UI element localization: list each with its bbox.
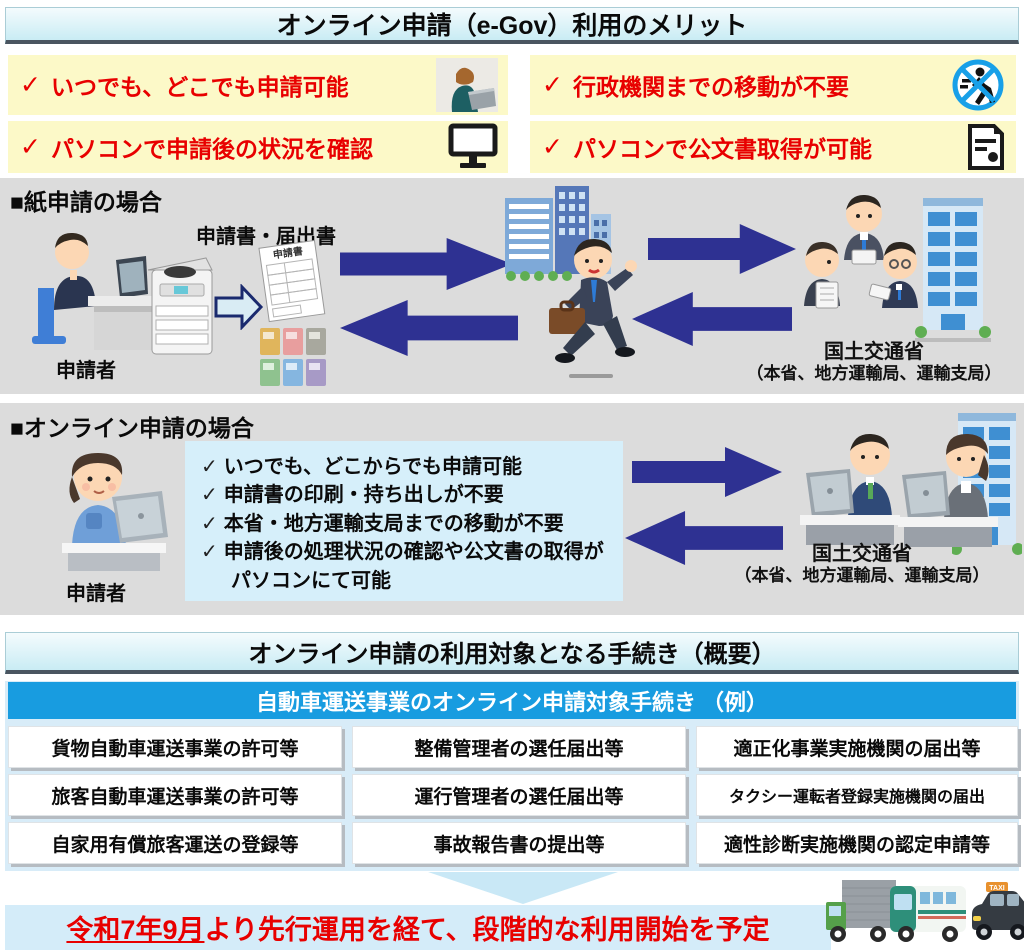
benefit-box-no-travel: ✓ 行政機関までの移動が不要 (530, 55, 1016, 115)
benefit-box-status-check: ✓ パソコンで申請後の状況を確認 (8, 121, 508, 173)
flow-arrow-right-icon (340, 238, 512, 290)
outline-arrow-right-icon (214, 284, 264, 330)
benefit-label: 行政機関までの移動が不要 (572, 74, 849, 100)
check-icon: ✓ (542, 71, 563, 99)
running-businessman-illustration (549, 238, 637, 378)
benefit-label: いつでも、どこでも申請可能 (50, 74, 349, 100)
online-benefit-item: ✓いつでも、どこからでも申請可能 (201, 456, 522, 478)
procedure-cell: 事故報告書の提出等 (352, 822, 686, 864)
schedule-banner: 令和7年9月より先行運用を経て、段階的な利用開始を予定 (5, 905, 831, 950)
page-title: オンライン申請（e-Gov）利用のメリット (5, 7, 1019, 44)
applicant-at-desk-illustration (32, 232, 164, 350)
schedule-text: より先行運用を経て、段階的な利用開始を予定 (204, 915, 770, 945)
application-form-illustration: 申請書 (258, 240, 326, 323)
procedures-heading-bar: オンライン申請の利用対象となる手続き（概要） (5, 632, 1019, 674)
destination-detail: （本省、地方運輸局、運輸支局） (746, 364, 1002, 383)
benefit-box-anytime: ✓ いつでも、どこでも申請可能 (8, 55, 508, 115)
no-walking-icon (952, 59, 1004, 111)
schedule-date: 令和7年9月 (66, 915, 205, 945)
procedure-cell: 貨物自動車運送事業の許可等 (8, 726, 342, 768)
document-icon (968, 124, 1004, 170)
taxi-sign-text: TAXI (989, 885, 1004, 892)
document-files-illustration (260, 328, 326, 386)
procedures-subheading-text: 自動車運送事業のオンライン申請対象手続き （例） (255, 689, 769, 715)
procedure-cell: 適性診断実施機関の認定申請等 (696, 822, 1018, 864)
person-laptop-icon (436, 58, 498, 112)
procedure-cell: 適正化事業実施機関の届出等 (696, 726, 1018, 768)
online-destination-label: 国土交通省 （本省、地方運輸局、運輸支局） (700, 543, 1024, 586)
flow-arrow-right-icon (648, 224, 796, 274)
destination-detail: （本省、地方運輸局、運輸支局） (734, 566, 990, 585)
ministry-staff-illustration (800, 433, 998, 547)
paper-applicant-label: 申請者 (56, 360, 116, 382)
destination-name: 国土交通省 (812, 543, 912, 565)
benefit-label: パソコンで申請後の状況を確認 (50, 136, 373, 162)
online-applicant-label: 申請者 (66, 583, 126, 605)
check-icon: ✓ (201, 512, 218, 535)
procedure-cell: タクシー運転者登録実施機関の届出 (696, 774, 1018, 816)
benefit-label: パソコンで公文書取得が可能 (572, 136, 872, 162)
paper-flow-heading: ■紙申請の場合 (10, 189, 162, 215)
flow-arrow-left-icon (340, 300, 518, 356)
procedures-subheading-bar: 自動車運送事業のオンライン申請対象手続き （例） (8, 682, 1016, 719)
procedures-table-area: 自動車運送事業のオンライン申請対象手続き （例） 貨物自動車運送事業の許可等 整… (5, 681, 1019, 871)
paper-destination-label: 国土交通省 （本省、地方運輸局、運輸支局） (724, 341, 1024, 384)
procedure-cell: 整備管理者の選任届出等 (352, 726, 686, 768)
flow-arrow-left-icon (632, 292, 792, 346)
online-flow-section: ■オンライン申請の場合 申請者 ✓いつでも、どこからでも申請可能 ✓申請書の印刷… (0, 403, 1024, 615)
ministry-building-illustration (915, 198, 991, 342)
online-benefits-box: ✓いつでも、どこからでも申請可能 ✓申請書の印刷・持ち出しが不要 ✓本省・地方運… (185, 441, 623, 601)
check-icon: ✓ (201, 484, 218, 507)
procedures-heading-text: オンライン申請の利用対象となる手続き（概要） (248, 641, 776, 668)
application-form-title: 申請書 (272, 244, 304, 261)
ministry-officials-illustration (804, 194, 918, 309)
online-benefit-item: ✓申請後の処理状況の確認や公文書の取得がパソコンにて可能 (201, 541, 604, 592)
flow-arrow-right-icon (632, 447, 782, 497)
benefit-box-get-documents: ✓ パソコンで公文書取得が可能 (530, 121, 1016, 173)
printer-illustration (147, 257, 213, 355)
down-arrow-icon (428, 872, 618, 904)
check-icon: ✓ (201, 456, 218, 478)
check-icon: ✓ (542, 133, 563, 161)
check-icon: ✓ (201, 541, 218, 564)
online-benefit-item: ✓申請書の印刷・持ち出しが不要 (201, 484, 504, 507)
page-title-text: オンライン申請（e-Gov）利用のメリット (276, 12, 748, 40)
online-flow-heading: ■オンライン申請の場合 (10, 415, 254, 441)
procedure-cell: 運行管理者の選任届出等 (352, 774, 686, 816)
check-icon: ✓ (20, 71, 41, 99)
monitor-icon (448, 123, 498, 168)
online-benefit-item: ✓本省・地方運輸支局までの移動が不要 (201, 512, 564, 535)
online-applicant-illustration (62, 453, 168, 571)
vehicles-illustration: TAXI (826, 880, 1024, 942)
procedure-cell: 自家用有償旅客運送の登録等 (8, 822, 342, 864)
paper-flow-section: ■紙申請の場合 申請者 申請書・届出書 申請書 (0, 178, 1024, 394)
check-icon: ✓ (20, 133, 41, 161)
procedure-cell: 旅客自動車運送事業の許可等 (8, 774, 342, 816)
destination-name: 国土交通省 (824, 341, 924, 363)
